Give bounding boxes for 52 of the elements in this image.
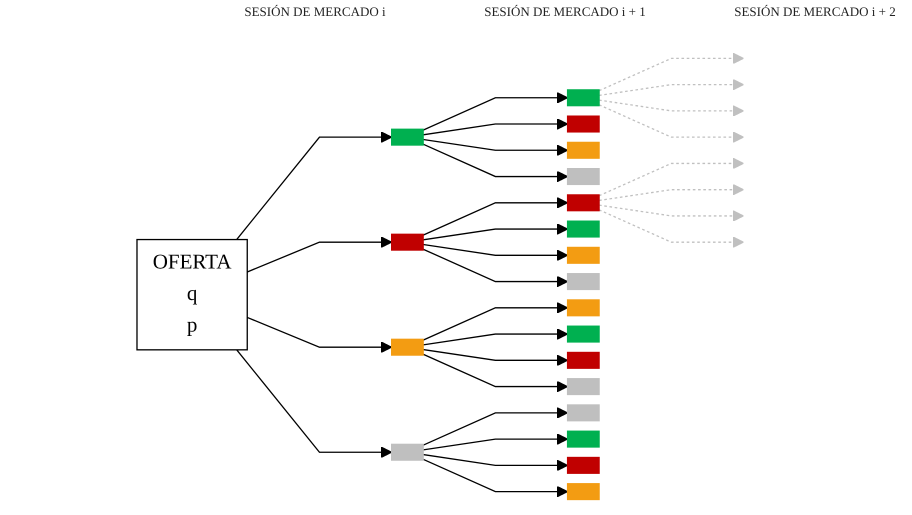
arrow bbox=[599, 184, 744, 202]
arrow bbox=[423, 223, 568, 240]
node-box bbox=[566, 220, 600, 238]
node-box bbox=[566, 142, 600, 159]
node-box bbox=[566, 404, 600, 422]
arrow bbox=[423, 138, 568, 156]
node-box bbox=[566, 115, 600, 133]
node-box bbox=[566, 456, 600, 474]
node-box bbox=[391, 444, 424, 461]
arrow bbox=[599, 78, 744, 96]
arrow bbox=[598, 104, 744, 143]
node-box bbox=[566, 299, 600, 316]
arrow bbox=[599, 99, 744, 117]
arrow bbox=[422, 92, 568, 131]
arrow bbox=[422, 144, 568, 182]
arrow bbox=[422, 197, 568, 236]
node-box bbox=[391, 128, 424, 146]
arrow bbox=[236, 349, 392, 458]
arrow bbox=[422, 407, 568, 446]
node-box bbox=[566, 89, 600, 106]
column-heading: SESIÓN DE MERCADO i + 1 bbox=[483, 4, 647, 20]
arrow bbox=[598, 158, 744, 196]
node-box bbox=[391, 234, 424, 251]
node-box bbox=[566, 378, 600, 396]
arrow bbox=[422, 302, 568, 341]
arrow bbox=[236, 131, 392, 240]
arrow bbox=[247, 236, 392, 273]
arrow bbox=[423, 348, 568, 366]
arrow bbox=[422, 248, 568, 288]
arrow bbox=[423, 244, 568, 262]
node-box: OFERTA q p bbox=[136, 238, 248, 350]
node-box bbox=[566, 430, 600, 448]
node-box bbox=[566, 352, 600, 369]
node-box bbox=[566, 194, 600, 212]
arrow bbox=[423, 328, 568, 346]
arrow bbox=[598, 209, 744, 248]
node-box bbox=[566, 273, 600, 290]
arrow bbox=[599, 204, 744, 222]
node-box bbox=[566, 246, 600, 264]
arrow bbox=[247, 316, 392, 353]
arrow bbox=[423, 454, 568, 472]
arrow bbox=[422, 458, 568, 498]
column-heading: SESIÓN DE MERCADO i + 2 bbox=[733, 4, 897, 20]
arrow bbox=[422, 354, 568, 392]
node-box bbox=[566, 483, 600, 500]
node-box bbox=[566, 326, 600, 343]
column-heading: SESIÓN DE MERCADO i bbox=[243, 4, 387, 20]
node-box bbox=[391, 338, 424, 356]
node-box bbox=[566, 168, 600, 186]
arrow bbox=[598, 52, 744, 92]
arrow bbox=[423, 118, 568, 136]
arrow bbox=[423, 433, 568, 451]
